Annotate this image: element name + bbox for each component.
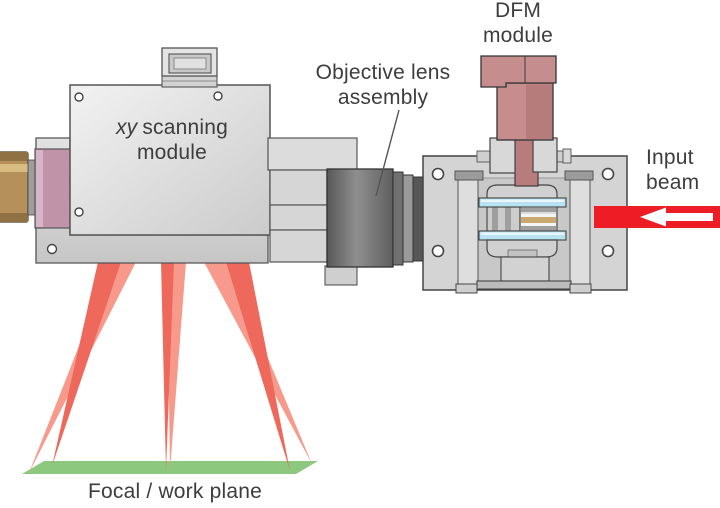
mount-foot-right: [569, 283, 592, 294]
actuator-stripe-gray1: [521, 208, 556, 212]
coupling-slab-mid2: [269, 204, 328, 231]
center-beam-dark: [161, 262, 174, 470]
clamp-block-right: [532, 137, 558, 173]
plate-hole-top-right: [601, 167, 615, 181]
actuator-pedestal: [500, 256, 550, 282]
lens-actuator-stack: [455, 184, 592, 294]
input-label-line2: beam: [646, 171, 700, 194]
clamp-rod-right: [556, 150, 564, 163]
plate-hole-top-left: [431, 167, 445, 181]
dfm-cap: [480, 55, 557, 88]
actuator-stripe-white1: [521, 214, 556, 217]
connector-port-inner: [173, 57, 207, 70]
brass-knob: [0, 151, 29, 223]
dfm-label-line2: module: [482, 24, 554, 47]
actuator-left-strip-2: [505, 207, 511, 231]
dfm-module-label: DFM module: [458, 0, 578, 48]
clamp-block-left: [489, 137, 516, 174]
actuator-stripe-tan: [521, 217, 556, 223]
screw-top-right: [213, 91, 223, 101]
objective-lens-assembly: [326, 168, 424, 268]
xy-label-rest: scanning: [142, 116, 229, 139]
left-rail: [457, 179, 479, 290]
focal-label-text: Focal / work plane: [87, 480, 262, 503]
actuator-left-cell: [486, 206, 521, 232]
cyan-flexure-bottom: [478, 230, 567, 241]
objective-label-line1: Objective lens: [315, 61, 451, 84]
coupling-slab-bottom: [269, 229, 328, 263]
brass-knob-body: [0, 151, 29, 223]
screw-bottom-left: [74, 207, 84, 217]
left-rail-cap: [454, 170, 484, 181]
dfm-module: [476, 55, 572, 187]
plate-hole-bottom-left: [431, 244, 445, 258]
lens-ring-2: [402, 174, 414, 263]
actuator-left-strip-1: [492, 207, 498, 231]
cyan-flexure-top-highlight: [481, 199, 564, 202]
clamp-rod-left: [476, 150, 491, 163]
objective-lens-label: Objective lens assembly: [293, 60, 473, 110]
dfm-mount: [422, 155, 628, 294]
focal-work-plane-label: Focal / work plane: [55, 479, 295, 504]
coupling-slab-top: [267, 137, 358, 171]
lens-ring-1: [392, 171, 404, 266]
coupling-slab-mid1: [269, 169, 328, 206]
coupling-blocks: [267, 137, 358, 286]
cyan-flexure-top: [478, 197, 567, 208]
scanned-beam-fans: [29, 262, 312, 473]
pink-mount-block: [34, 148, 71, 229]
input-beam-label: Input beam: [646, 145, 720, 195]
brass-knob-highlight: [0, 164, 28, 172]
dfm-label-line1: DFM: [494, 0, 542, 22]
xy-label-line2: module: [136, 141, 208, 164]
right-rail: [569, 179, 591, 290]
right-rail-cap: [564, 170, 594, 181]
brass-knob-bottom-band: [0, 213, 28, 222]
dfm-body-shade: [526, 84, 552, 139]
screw-base-plate: [46, 243, 58, 255]
input-beam: [594, 206, 720, 228]
actuator-bottom-notch: [507, 249, 538, 258]
input-beam-arrow-icon: [640, 207, 713, 227]
objective-label-line2: assembly: [337, 86, 429, 109]
actuator-top-cap: [486, 184, 558, 202]
pink-block-highlight: [36, 150, 43, 227]
actuator-stripe-gray2: [521, 226, 556, 231]
plate-hole-bottom-right: [601, 244, 615, 258]
actuator-stripe-white2: [521, 223, 556, 226]
coupling-tab: [324, 265, 358, 286]
right-fan-dark-beam: [226, 262, 290, 471]
xy-scanning-module: [0, 47, 271, 264]
screw-top-left: [74, 92, 84, 102]
lens-barrel: [326, 168, 394, 268]
clamp-rod-nub: [562, 148, 572, 164]
objective-pointer-line: [375, 109, 400, 197]
mount-foot-left: [455, 283, 478, 294]
module-housing: [69, 84, 271, 236]
cyan-flexure-bottom-highlight: [481, 232, 564, 235]
left-fan-dark-beam: [52, 262, 121, 466]
top-connector: [161, 47, 218, 88]
mount-bottom-bar: [476, 280, 572, 290]
input-label-line1: Input: [646, 146, 694, 169]
xy-label-italic: xy: [115, 116, 138, 139]
lens-ring-3: [412, 176, 424, 262]
brass-knob-top-band: [0, 152, 28, 161]
